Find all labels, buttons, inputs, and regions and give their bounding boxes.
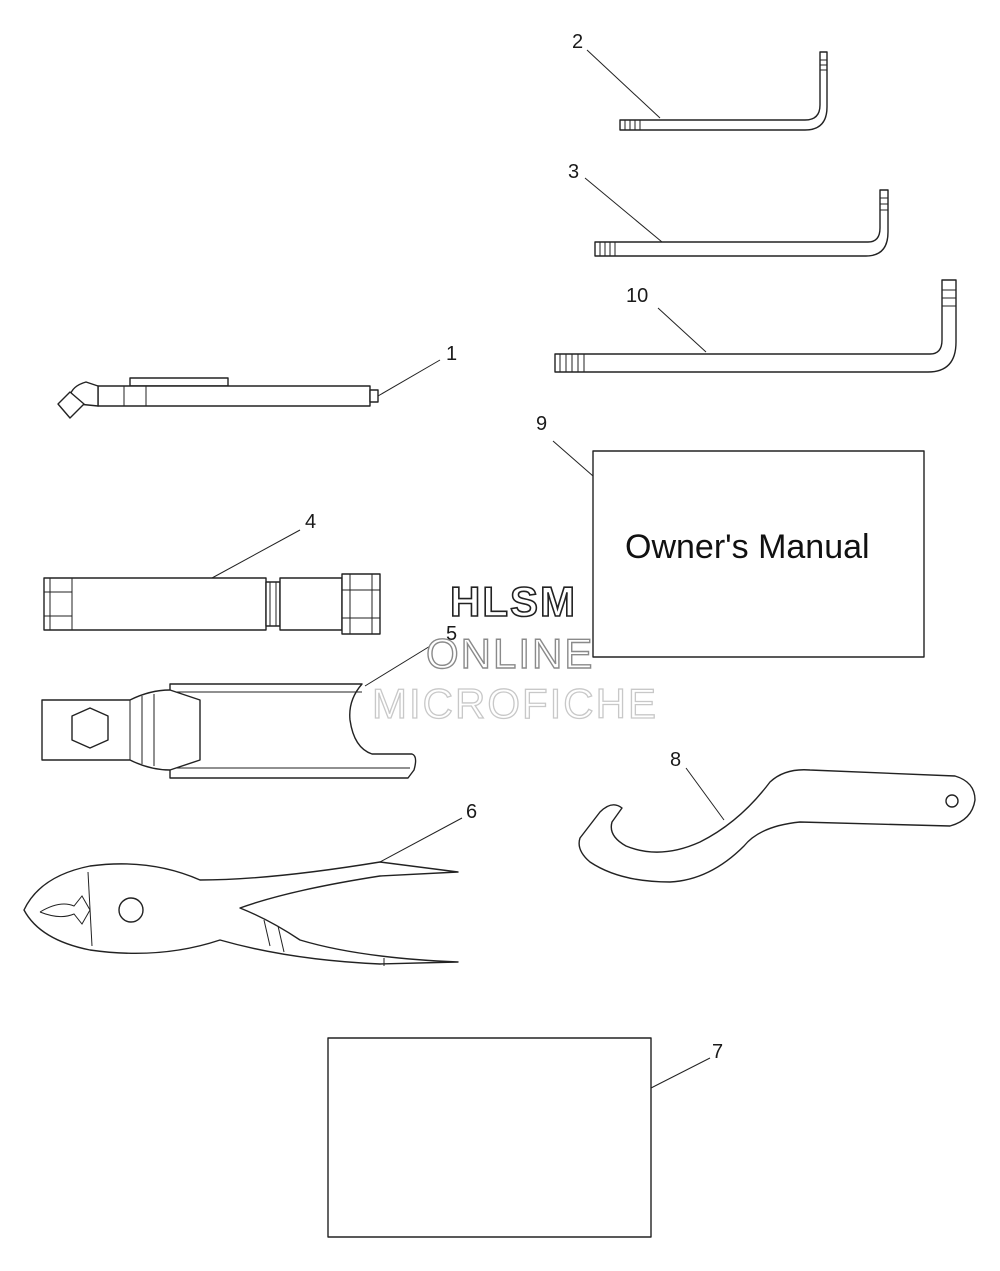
watermark: HLSM ONLINE MICROFICHE [371, 577, 658, 727]
callout-6: 6 [466, 801, 477, 823]
hex-key-large [554, 279, 957, 373]
callout-3: 3 [568, 161, 579, 183]
socket-tube [43, 529, 381, 635]
spanner-wrench [578, 767, 976, 883]
callout-10: 10 [626, 285, 648, 307]
watermark-line-1: HLSM [450, 578, 577, 625]
combination-wrench [41, 639, 441, 779]
callout-2: 2 [572, 31, 583, 53]
callout-9: 9 [536, 413, 547, 435]
owners-manual [552, 440, 925, 658]
owners-manual-title: Owner's Manual [625, 528, 870, 566]
tool-pouch [327, 1037, 711, 1238]
callout-7: 7 [712, 1041, 723, 1063]
pliers [23, 817, 463, 966]
hex-key-small [586, 49, 828, 131]
callout-1: 1 [446, 343, 457, 365]
callout-8: 8 [670, 749, 681, 771]
watermark-line-2: ONLINE [426, 630, 594, 677]
callout-4: 4 [305, 511, 316, 533]
tire-gauge [57, 359, 441, 419]
callout-5: 5 [446, 623, 457, 645]
watermark-line-3: MICROFICHE [372, 680, 658, 727]
hex-key-medium [584, 177, 889, 257]
